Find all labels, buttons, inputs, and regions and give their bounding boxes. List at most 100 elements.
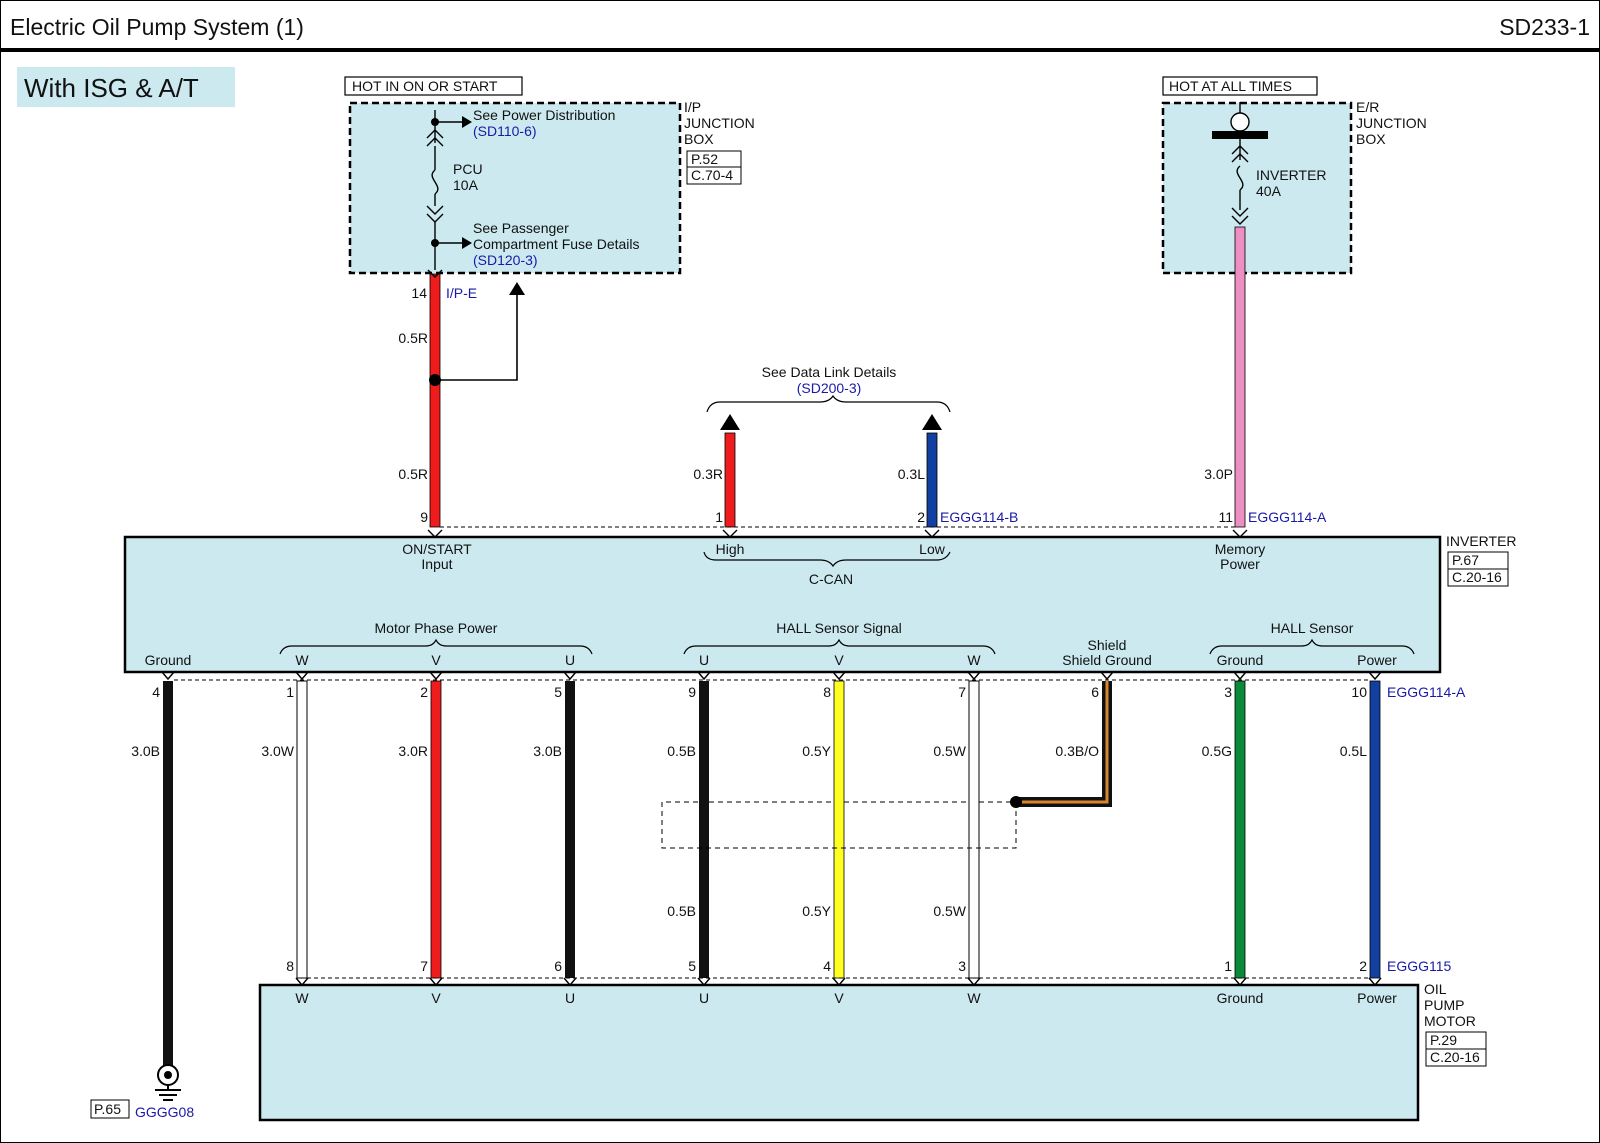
pin-inv-hall-power: 10 xyxy=(1351,684,1367,700)
inv-label-hall-ground: Ground xyxy=(1217,652,1264,668)
wire-memory-power xyxy=(1234,226,1246,528)
ccan-label: C-CAN xyxy=(809,571,853,587)
oil-pump-motor-box xyxy=(258,983,1420,1122)
inv-label-hall-w: W xyxy=(967,652,981,668)
shield-outline xyxy=(661,801,1017,849)
ip-box-name-2: JUNCTION xyxy=(684,115,755,131)
ip-ref1-link[interactable]: (SD110-6) xyxy=(473,123,537,139)
motor-name-1: OIL xyxy=(1424,981,1447,997)
pin-memory: 11 xyxy=(1218,509,1233,525)
pcu-fuse-rating: 10A xyxy=(453,177,479,193)
wire-label-memory: 3.0P xyxy=(1204,466,1233,482)
inv-label-hall-v: V xyxy=(834,652,844,668)
conn-egg114a-top: EGGG114-A xyxy=(1248,509,1327,525)
pin-inv-shield: 6 xyxy=(1091,684,1099,700)
inv-label-u: U xyxy=(565,652,575,668)
wlabel-ground: 3.0B xyxy=(131,743,160,759)
pcu-fuse-name: PCU xyxy=(453,161,483,177)
motor-label-hall-u: U xyxy=(699,990,709,1006)
wlabel-hall-u: 0.5B xyxy=(667,743,696,759)
ground-ref-box xyxy=(90,1099,130,1119)
motor-conn-ref: C.20-16 xyxy=(1430,1049,1480,1065)
wlabel-hall-power: 0.5L xyxy=(1340,743,1367,759)
arrow-up-icon xyxy=(922,414,942,430)
wire-hall-power xyxy=(1369,680,1381,979)
pin-inv-ground: 4 xyxy=(152,684,160,700)
wire-phase-w xyxy=(296,680,308,979)
wire-label-on-start: 0.5R xyxy=(398,466,428,482)
wlabel-hall-v: 0.5Y xyxy=(802,743,831,759)
wire-label-can-low: 0.3L xyxy=(898,466,925,482)
inv-label-v: V xyxy=(431,652,441,668)
inv-label-w: W xyxy=(295,652,309,668)
ground-icon xyxy=(155,1064,181,1101)
pin-can-low: 2 xyxy=(917,509,925,525)
label-memory-1: Memory xyxy=(1215,541,1266,557)
wlabel-w: 3.0W xyxy=(261,743,294,759)
page-title: Electric Oil Pump System (1) xyxy=(10,14,304,40)
wire-label-can-high: 0.3R xyxy=(693,466,723,482)
arrow-up-icon xyxy=(720,414,740,430)
group-hall-signal: HALL Sensor Signal xyxy=(776,620,902,636)
label-on-start-1: ON/START xyxy=(402,541,472,557)
pin-inv-hall-v: 8 xyxy=(823,684,831,700)
wire-ground xyxy=(163,681,173,1067)
er-hot-label-box xyxy=(1162,76,1318,96)
pin-motor-ground: 1 xyxy=(1224,958,1232,974)
data-link-text: See Data Link Details xyxy=(762,364,897,380)
ip-hot-label-box xyxy=(344,76,523,96)
label-can-high: High xyxy=(716,541,745,557)
er-hot-label: HOT AT ALL TIMES xyxy=(1169,78,1292,94)
inv-label-ground: Ground xyxy=(145,652,192,668)
conn-egg114a-bottom: EGGG114-A xyxy=(1387,684,1466,700)
wire-hall-u xyxy=(699,681,709,978)
ground-page-ref: P.65 xyxy=(94,1101,121,1117)
wire-hall-ground xyxy=(1234,680,1246,979)
wlabel-hall-w: 0.5W xyxy=(933,743,966,759)
motor-name-3: MOTOR xyxy=(1424,1013,1476,1029)
wire-on-start xyxy=(429,273,441,528)
inv-label-hall-u: U xyxy=(699,652,709,668)
motor-label-hall-v: V xyxy=(834,990,844,1006)
inverter-name: INVERTER xyxy=(1446,533,1517,549)
ip-box-name-3: BOX xyxy=(684,131,714,147)
motor-label-w: W xyxy=(295,990,309,1006)
variant-label: With ISG & A/T xyxy=(24,73,199,103)
arrow-right-icon xyxy=(462,116,472,128)
pin-inv-hall-ground: 3 xyxy=(1224,684,1232,700)
pin-motor-power: 2 xyxy=(1359,958,1367,974)
ip-out-conn: I/P-E xyxy=(446,285,477,301)
er-busbar xyxy=(1212,131,1268,139)
pin-can-high: 1 xyxy=(715,509,723,525)
pcu-fuse xyxy=(426,110,444,270)
group-hall-sensor: HALL Sensor xyxy=(1271,620,1354,636)
wlabel-v: 3.0R xyxy=(398,743,428,759)
wire-label-upper: 0.5R xyxy=(398,330,428,346)
wlabel-u: 3.0B xyxy=(533,743,562,759)
label-on-start-2: Input xyxy=(421,556,452,572)
ip-ref2-link[interactable]: (SD120-3) xyxy=(473,252,538,268)
er-box-name-3: BOX xyxy=(1356,131,1386,147)
wire-phase-v xyxy=(430,680,442,979)
wire-hall-w xyxy=(968,680,980,979)
pin-motor-v: 7 xyxy=(420,958,428,974)
ip-ref1-text: See Power Distribution xyxy=(473,107,615,123)
ip-ref2-text-1: See Passenger xyxy=(473,220,569,236)
group-motor-phase: Motor Phase Power xyxy=(375,620,498,636)
page-code: SD233-1 xyxy=(1499,14,1590,40)
label-can-low: Low xyxy=(919,541,946,557)
inv-label-hall-power: Power xyxy=(1357,652,1397,668)
wire-can-high xyxy=(724,432,736,528)
motor-label-ground: Ground xyxy=(1217,990,1264,1006)
wlabel-hall-ground: 0.5G xyxy=(1202,743,1232,759)
pin-inv-hall-u: 9 xyxy=(688,684,696,700)
ip-hot-label: HOT IN ON OR START xyxy=(352,78,498,94)
wlabel2-hall-w: 0.5W xyxy=(933,903,966,919)
inv-label-shield-1: Shield xyxy=(1088,637,1127,653)
motor-page-ref: P.29 xyxy=(1430,1032,1457,1048)
data-link-ref[interactable]: (SD200-3) xyxy=(797,380,862,396)
inverter-page-ref: P.67 xyxy=(1452,552,1479,568)
ip-box-name-1: I/P xyxy=(684,99,701,115)
motor-name-2: PUMP xyxy=(1424,997,1464,1013)
ip-box-page-ref: P.52 xyxy=(691,151,718,167)
